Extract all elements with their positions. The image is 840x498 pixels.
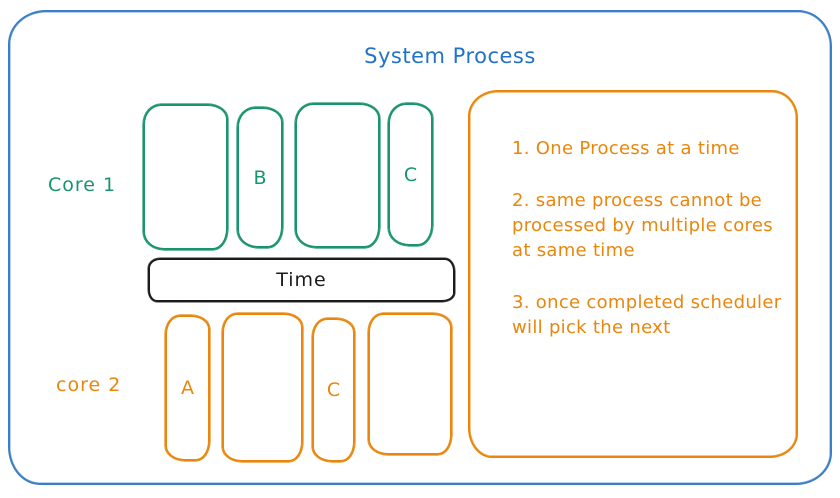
note-item-3: 3. once completed scheduler will pick th… [512, 292, 782, 338]
process-label: C [403, 163, 418, 186]
time-axis-bar: Time [148, 258, 455, 302]
core2-process-slot-3: C [312, 318, 355, 462]
process-label: C [326, 379, 341, 401]
outer-frame [8, 10, 832, 485]
core1-process-slot-3 [295, 103, 380, 248]
core1-process-slot-2: B [237, 107, 283, 248]
core2-label: core 2 [56, 374, 122, 396]
scheduler-notes-panel: 1. One Process at a time 2. same process… [468, 90, 798, 458]
note-item-2: 2. same process cannot be processed by m… [512, 190, 773, 261]
process-label: B [253, 166, 267, 189]
time-axis-label: Time [276, 269, 327, 291]
note-item-1: 1. One Process at a time [512, 138, 740, 159]
scheduler-notes-text: 1. One Process at a time 2. same process… [512, 136, 790, 367]
core2-process-slot-4 [368, 313, 452, 455]
core1-process-slot-4: C [388, 103, 433, 246]
core2-process-slot-1: A [165, 315, 210, 461]
process-label: A [181, 377, 194, 399]
core1-process-slot-1 [143, 104, 228, 250]
diagram-title: System Process [364, 44, 536, 68]
core2-process-slot-2 [222, 313, 303, 462]
core1-label: Core 1 [48, 174, 117, 196]
